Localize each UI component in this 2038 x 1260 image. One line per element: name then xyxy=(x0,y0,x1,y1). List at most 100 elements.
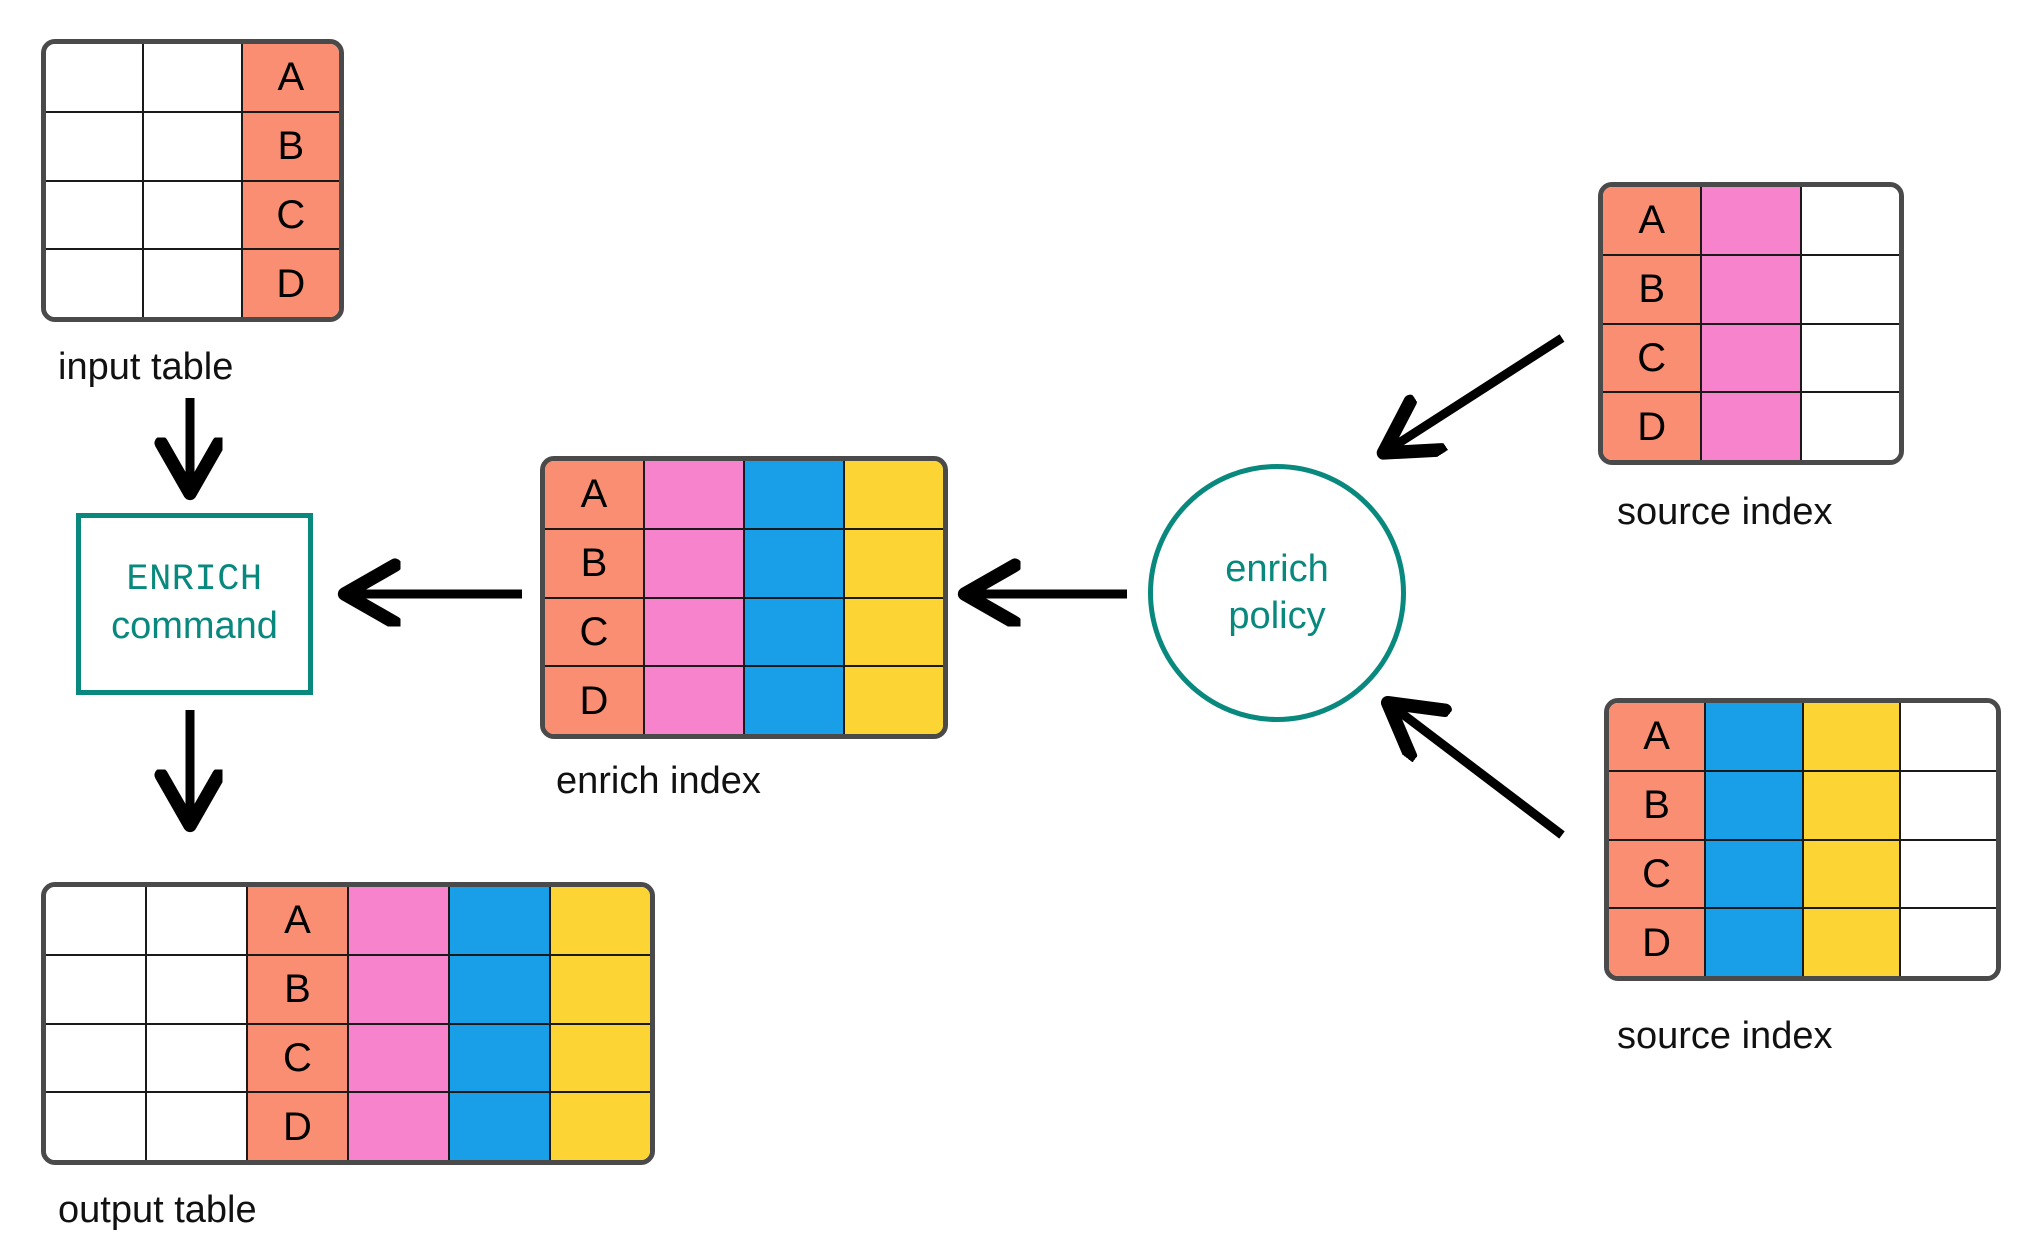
table-row: B xyxy=(545,529,943,599)
table-cell xyxy=(645,667,745,734)
table-row: B xyxy=(46,955,650,1025)
table-cell xyxy=(1706,771,1804,839)
table-cell xyxy=(845,598,943,666)
table-cell xyxy=(745,667,845,734)
table-cell xyxy=(1803,771,1901,839)
table-row: D xyxy=(46,1093,650,1160)
table-row: A xyxy=(1609,703,1996,772)
table-cell xyxy=(1706,909,1804,976)
table-cell-key: C xyxy=(545,598,645,666)
table-cell-key: B xyxy=(1609,771,1707,839)
output-table-caption: output table xyxy=(58,1189,257,1231)
table-row: C xyxy=(46,181,339,251)
source-index-top-table: A B C D xyxy=(1598,182,1904,465)
table-row: D xyxy=(46,250,339,317)
table-cell-key: A xyxy=(242,44,339,111)
table-cell xyxy=(1706,703,1804,770)
table-cell xyxy=(147,887,248,954)
table-cell xyxy=(1702,255,1802,323)
table-cell xyxy=(46,955,147,1023)
table-cell xyxy=(1803,909,1901,976)
table-cell xyxy=(46,112,145,180)
table-cell xyxy=(551,1024,650,1092)
table-row: C xyxy=(1603,324,1899,394)
table-cell-key: A xyxy=(248,887,349,954)
enrich-policy-line1: enrich xyxy=(1225,547,1329,590)
table-row: B xyxy=(1603,255,1899,325)
table-cell-key: A xyxy=(545,461,645,528)
table-cell xyxy=(845,461,943,528)
table-cell xyxy=(1702,324,1802,392)
table-cell xyxy=(46,181,145,249)
table-cell xyxy=(1900,909,1996,976)
arrow-source-index-top-to-policy xyxy=(1388,334,1565,450)
table-row: D xyxy=(1609,909,1996,976)
table-cell xyxy=(1803,703,1901,770)
table-cell-key: B xyxy=(1603,255,1703,323)
table-cell xyxy=(144,181,243,249)
table-cell xyxy=(144,250,243,317)
source-index-bottom-table: A B C D xyxy=(1604,698,2001,981)
source-index-top-caption: source index xyxy=(1617,491,1833,533)
table-cell xyxy=(450,887,551,954)
enrich-policy-circle[interactable]: enrich policy xyxy=(1148,464,1406,722)
table-cell xyxy=(450,1024,551,1092)
table-cell xyxy=(147,1024,248,1092)
table-cell xyxy=(1803,840,1901,908)
arrow-source-index-bottom-to-policy xyxy=(1392,706,1565,839)
table-row: A xyxy=(1603,187,1899,256)
table-row: B xyxy=(46,112,339,182)
table-cell-key: B xyxy=(242,112,339,180)
table-cell-key: B xyxy=(248,955,349,1023)
table-cell xyxy=(46,250,145,317)
table-row: A xyxy=(545,461,943,530)
table-cell-key: D xyxy=(1603,393,1703,460)
enrich-command-keyword: ENRICH xyxy=(126,559,263,602)
table-cell xyxy=(46,1024,147,1092)
table-cell xyxy=(147,955,248,1023)
table-cell-key: D xyxy=(248,1093,349,1160)
table-row: B xyxy=(1609,771,1996,841)
table-cell-key: C xyxy=(1609,840,1707,908)
table-cell xyxy=(1801,324,1899,392)
table-row: C xyxy=(1609,840,1996,910)
table-cell xyxy=(144,112,243,180)
table-cell xyxy=(46,887,147,954)
enrich-command-word: command xyxy=(111,605,278,648)
table-cell xyxy=(450,955,551,1023)
table-row: C xyxy=(46,1024,650,1094)
table-row: A xyxy=(46,887,650,956)
table-cell xyxy=(1801,393,1899,460)
table-cell-key: D xyxy=(1609,909,1707,976)
table-cell xyxy=(551,1093,650,1160)
table-cell-key: C xyxy=(242,181,339,249)
table-cell xyxy=(1706,840,1804,908)
input-table: A B C D xyxy=(41,39,344,322)
table-cell xyxy=(845,667,943,734)
table-row: C xyxy=(545,598,943,668)
table-cell-key: B xyxy=(545,529,645,597)
table-cell xyxy=(1801,187,1899,254)
table-cell xyxy=(1702,187,1802,254)
output-table: A B C D xyxy=(41,882,655,1165)
table-cell xyxy=(349,955,450,1023)
table-cell xyxy=(46,44,145,111)
table-cell xyxy=(1900,840,1996,908)
table-row: D xyxy=(545,667,943,734)
source-index-bottom-caption: source index xyxy=(1617,1015,1833,1057)
enrich-command-box[interactable]: ENRICH command xyxy=(76,513,313,695)
input-table-caption: input table xyxy=(58,346,234,388)
table-cell xyxy=(551,955,650,1023)
table-cell xyxy=(147,1093,248,1160)
table-cell xyxy=(645,598,745,666)
table-cell xyxy=(349,1093,450,1160)
enrich-index-table: A B C D xyxy=(540,456,948,739)
table-cell xyxy=(645,461,745,528)
table-cell xyxy=(349,1024,450,1092)
table-cell-key: A xyxy=(1603,187,1703,254)
enrich-index-caption: enrich index xyxy=(556,760,761,802)
table-cell xyxy=(1801,255,1899,323)
table-cell xyxy=(349,887,450,954)
table-cell-key: D xyxy=(242,250,339,317)
